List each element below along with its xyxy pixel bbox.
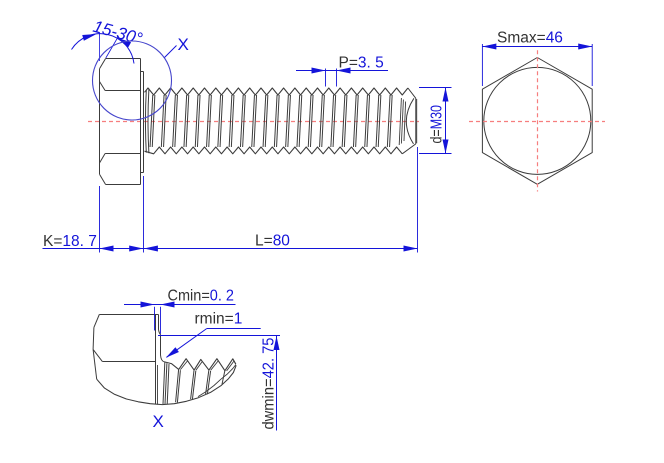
svg-text:Smax=46: Smax=46 [497, 29, 563, 46]
svg-text:Cmin=0. 2: Cmin=0. 2 [168, 287, 235, 304]
svg-text:rmin=1: rmin=1 [195, 310, 243, 327]
svg-text:dwmin=42. 75: dwmin=42. 75 [261, 338, 278, 430]
svg-text:L=80: L=80 [255, 232, 290, 249]
svg-text:X: X [178, 35, 189, 54]
svg-text:d=M30: d=M30 [429, 105, 446, 144]
svg-text:P=3. 5: P=3. 5 [339, 55, 384, 72]
svg-text:X: X [153, 412, 164, 431]
svg-text:K=18. 7: K=18. 7 [43, 233, 97, 250]
